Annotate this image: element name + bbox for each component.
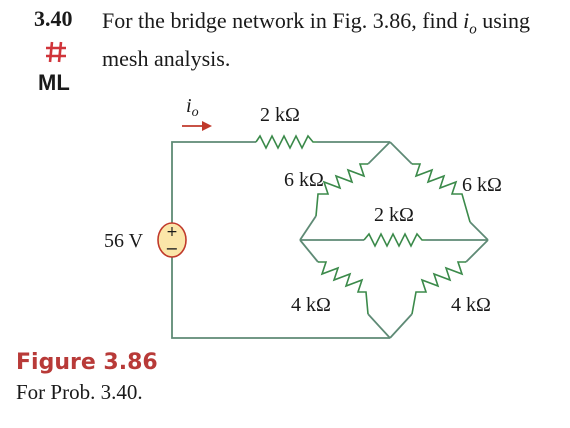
figure-title: Figure 3.86 [16, 350, 158, 375]
resistor-middle [363, 232, 426, 248]
problem-number: 3.40 [34, 6, 73, 31]
problem-text-before: For the bridge network in Fig. 3.86, fin… [102, 8, 464, 33]
label-r-lower-left: 4 kΩ [291, 294, 331, 316]
wires [171, 141, 489, 339]
label-r-middle: 2 kΩ [374, 204, 414, 226]
source-plus-sign: + [166, 224, 178, 240]
current-arrow [182, 121, 212, 131]
resistor-upper-left [315, 163, 368, 217]
label-r-upper-right: 6 kΩ [462, 174, 502, 196]
resistor-lower-right [411, 261, 466, 315]
label-r-upper-left: 6 kΩ [284, 169, 324, 191]
source-minus-sign: − [165, 239, 178, 258]
figure-caption: For Prob. 3.40. [16, 380, 143, 404]
source-label: 56 V [104, 230, 144, 252]
problem-text-after: using mesh analysis. [102, 8, 530, 72]
problem-statement: For the bridge network in Fig. 3.86, fin… [102, 6, 562, 74]
ml-badge: ML [38, 70, 70, 95]
problem-variable: io [463, 8, 477, 38]
label-r-top: 2 kΩ [260, 104, 300, 126]
hash-icon [46, 41, 66, 63]
resistor-top [255, 134, 317, 150]
resistor-lower-left [318, 261, 369, 315]
current-label: io [186, 95, 199, 120]
resistor-upper-right [412, 163, 471, 223]
label-r-lower-right: 4 kΩ [451, 294, 491, 316]
voltage-source: + − [157, 222, 187, 258]
